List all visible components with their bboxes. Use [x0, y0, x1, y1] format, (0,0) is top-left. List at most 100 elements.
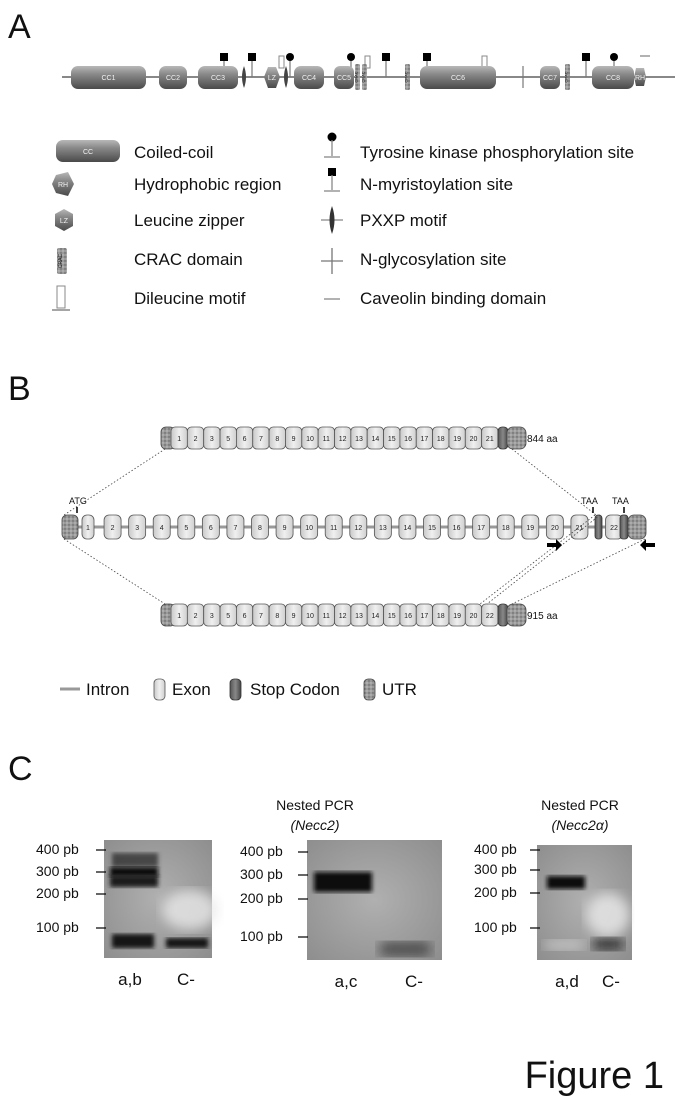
- gene-stop-codon-2: [619, 514, 629, 540]
- svg-text:CRAC: CRAC: [354, 71, 359, 82]
- svg-text:CC6: CC6: [451, 75, 465, 82]
- gene-exon-label: 11: [330, 525, 337, 532]
- lane-label: a,b: [118, 970, 142, 989]
- svg-text:RH: RH: [635, 75, 645, 82]
- panel-label-b: B: [8, 370, 31, 408]
- gene-exon: [398, 514, 417, 540]
- isoform-915-exon-label: 22: [486, 613, 494, 620]
- svg-text:CRAC: CRAC: [564, 71, 569, 82]
- domain-cc6: CC6: [420, 66, 496, 89]
- legend-intron: Intron: [86, 680, 129, 699]
- panel-label-a: A: [8, 8, 31, 46]
- gene-exon-label: 14: [404, 525, 412, 532]
- gel3-subtitle: (Necc2α): [552, 817, 609, 833]
- isoform-844-exon-label: 11: [323, 436, 330, 443]
- isoform-915-exon-label: 7: [259, 613, 263, 620]
- gel-1-ladder: 400 pb 300 pb 200 pb 100 pb: [36, 841, 106, 935]
- gene-utr-5prime: [61, 514, 79, 540]
- exon-icon: [153, 678, 166, 701]
- svg-text:CRAC: CRAC: [404, 71, 409, 82]
- gene-exon: [275, 514, 294, 540]
- domain-legend: CC Coiled-coil RH Hydrophobic region LZ …: [52, 132, 634, 311]
- figure-label: Figure 1: [525, 1055, 664, 1097]
- length-844: 844 aa: [527, 434, 558, 445]
- svg-text:200 pb: 200 pb: [474, 884, 517, 900]
- legend-tyrosine-kinase: Tyrosine kinase phosphorylation site: [360, 143, 634, 162]
- primer-reverse-arrow: [640, 539, 655, 551]
- lane-label: C-: [602, 972, 620, 991]
- lane-label: a,c: [335, 972, 358, 991]
- domain-map: CC1 CC2 CC3 LZ CC4 CC5 CRAC CRAC: [62, 53, 675, 90]
- stop-codon: [497, 426, 509, 450]
- splice-line: [63, 538, 166, 605]
- taa-label-1: TAA: [581, 496, 598, 506]
- gene-exon: [128, 514, 147, 540]
- splice-line: [486, 514, 601, 605]
- domain-cc8: CC8: [592, 66, 634, 89]
- domain-lz: LZ: [264, 67, 280, 88]
- legend-coiled-coil-icon: CC: [56, 140, 120, 162]
- gel3-title: Nested PCR: [541, 797, 619, 813]
- structure-legend: Intron Exon Stop Codon UTR: [60, 678, 417, 701]
- gene-exon: [201, 514, 220, 540]
- svg-text:200 pb: 200 pb: [36, 885, 79, 901]
- gene-exon: [324, 514, 343, 540]
- svg-text:LZ: LZ: [268, 75, 277, 82]
- gene-exon-label: 19: [526, 525, 534, 532]
- gene-exon-label: 10: [305, 525, 313, 532]
- gel-1: [104, 840, 218, 958]
- svg-text:400 pb: 400 pb: [36, 841, 79, 857]
- isoform-844-exon-label: 2: [194, 436, 198, 443]
- lane-label: a,d: [555, 972, 579, 991]
- domain-cc2: CC2: [159, 66, 187, 89]
- legend-myristoylation: N-myristoylation site: [360, 175, 513, 194]
- gene-exon-label: 7: [233, 525, 237, 532]
- gene-exon-label: 15: [428, 525, 436, 532]
- isoform-915-exon-label: 16: [404, 613, 412, 620]
- isoform-915-exon-label: 5: [226, 613, 230, 620]
- legend-exon: Exon: [172, 680, 211, 699]
- isoform-915-exon-label: 6: [243, 613, 247, 620]
- gene-exon: [570, 514, 589, 540]
- domain-cc1: CC1: [71, 66, 146, 89]
- svg-text:CC4: CC4: [302, 75, 316, 82]
- gel-3-ladder: 400 pb 300 pb 200 pb 100 pb: [474, 841, 540, 935]
- gel-titles: Nested PCR (Necc2) Nested PCR (Necc2α): [276, 797, 619, 833]
- isoform-915-exon-label: 10: [306, 613, 314, 620]
- atg-label: ATG: [69, 496, 87, 506]
- gene-exon-label: 5: [184, 525, 188, 532]
- svg-text:CRAC: CRAC: [58, 254, 64, 269]
- utr-3prime: [506, 603, 527, 627]
- isoform-844-exon-label: 19: [453, 436, 461, 443]
- legend-crac-domain: CRAC domain: [134, 250, 243, 269]
- legend-tyrosine-icon: [324, 132, 340, 158]
- gene-exon: [496, 514, 515, 540]
- svg-text:CC3: CC3: [211, 75, 225, 82]
- legend-glycosylation-icon: [321, 248, 343, 274]
- taa-label-2: TAA: [612, 496, 629, 506]
- isoform-844-exon-label: 17: [421, 436, 429, 443]
- svg-text:400 pb: 400 pb: [474, 841, 517, 857]
- stop-codon-icon: [229, 678, 242, 701]
- domain-cc7: CC7: [540, 66, 560, 89]
- legend-dileucine-motif: Dileucine motif: [134, 289, 246, 308]
- isoform-844-exon-label: 14: [371, 436, 379, 443]
- isoform-915-exon-label: 20: [470, 613, 478, 620]
- utr-3prime: [506, 426, 527, 450]
- isoform-844-exon-label: 5: [226, 436, 230, 443]
- lane-label: C-: [405, 972, 423, 991]
- domain-crac: CRAC: [564, 64, 570, 90]
- legend-leucine-zipper-icon: LZ: [55, 209, 73, 231]
- isoform-915-exon-label: 1: [177, 613, 181, 620]
- isoform-915-exon-label: 17: [421, 613, 429, 620]
- legend-stop-codon: Stop Codon: [250, 680, 340, 699]
- gene-exon: [103, 514, 122, 540]
- svg-text:300 pb: 300 pb: [240, 866, 283, 882]
- legend-dileucine-icon: [52, 285, 70, 311]
- gene-exon-label: 4: [160, 525, 164, 532]
- gene-exon-label: 12: [354, 525, 362, 532]
- isoform-915-exon-label: 19: [453, 613, 461, 620]
- domain-rh: RH: [634, 68, 646, 86]
- svg-text:CC1: CC1: [101, 75, 115, 82]
